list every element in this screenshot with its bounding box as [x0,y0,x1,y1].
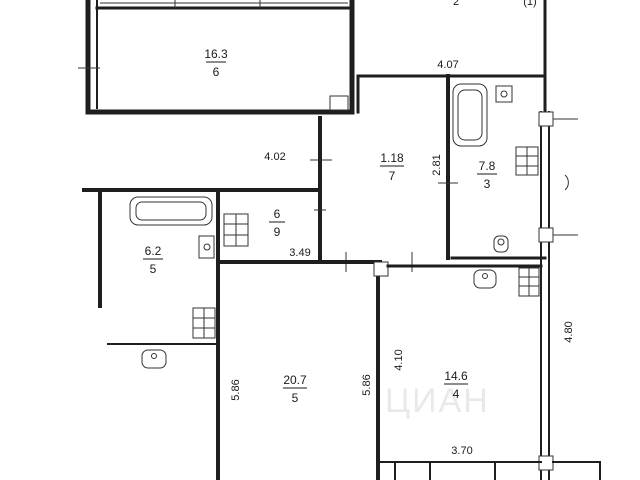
room-top-right-ref: 2 [453,0,459,8]
room-20-7 [216,260,389,480]
dim-4-80: 4.80 [563,321,575,342]
room-6-2-area: 6.2 [145,244,162,258]
watermark: ЦИАН [385,382,490,420]
dim-5-86-mid: 5.86 [361,374,373,395]
room-20-7-area: 20.7 [283,373,307,387]
dim-4-07: 4.07 [437,59,458,71]
room-20-7-ref: 5 [292,391,299,405]
dim-3-70: 3.70 [451,445,472,457]
room-16-3-ref: 6 [213,65,220,79]
dim-4-02: 4.02 [264,151,285,163]
dim-4-10: 4.10 [393,349,405,370]
room-6 [216,188,382,264]
dim-2-81: 2.81 [431,154,443,175]
room-1-18-area: 1.18 [380,151,404,165]
room-1-18 [310,74,458,272]
room-6-ref: 9 [274,225,281,239]
room-1-18-ref: 7 [389,169,396,183]
room-14-6-area: 14.6 [444,369,468,383]
room-6-area: 6 [274,207,281,221]
room-top-right [356,0,547,114]
room-7-8-area: 7.8 [479,159,496,173]
room-16-3 [78,0,355,115]
room-16-3-area: 16.3 [204,47,228,61]
dim-3-49: 3.49 [289,247,310,259]
room-6-2-ref: 5 [150,262,157,276]
room-7-8-ref: 3 [484,177,491,191]
room-top-right-mark: (1) [523,0,536,8]
room-7-8 [450,83,547,260]
room-14-6-ref: 4 [453,387,460,401]
room-14-6 [377,264,601,480]
dim-5-86-left: 5.86 [230,379,242,400]
room-6-2 [82,188,220,369]
exterior-wall-right [538,111,578,480]
